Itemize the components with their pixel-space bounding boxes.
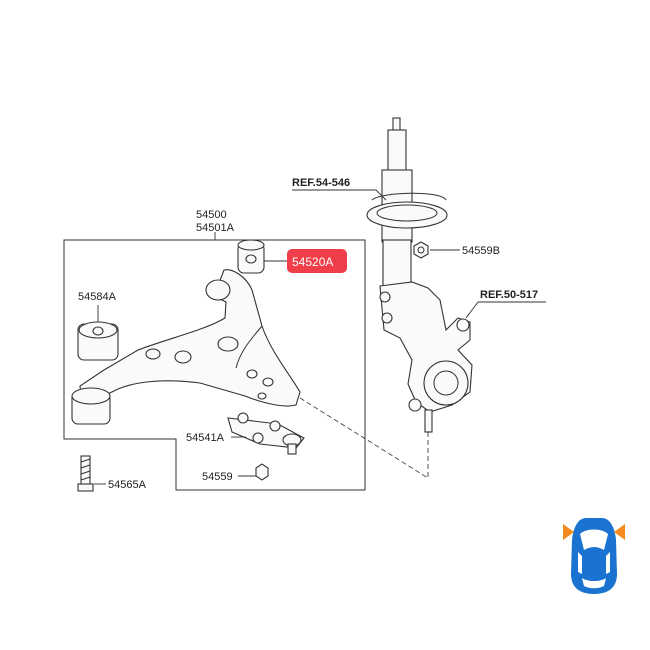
label-ref-54-546[interactable]: REF.54-546 xyxy=(292,177,350,189)
front-bushing xyxy=(237,239,265,274)
label-54559[interactable]: 54559 xyxy=(202,471,233,483)
ball-joint xyxy=(227,412,305,455)
rear-bushing xyxy=(71,321,119,425)
label-assembly-54500[interactable]: 54500 xyxy=(196,209,227,221)
left-arrow-icon xyxy=(563,524,574,540)
right-arrow-icon xyxy=(614,524,625,540)
label-54565A[interactable]: 54565A xyxy=(108,479,147,491)
lower-control-arm xyxy=(79,269,301,407)
label-assembly-54501A[interactable]: 54501A xyxy=(196,222,235,234)
steering-knuckle xyxy=(379,281,473,433)
car-top-view-icon xyxy=(571,518,617,594)
label-ref-50-517[interactable]: REF.50-517 xyxy=(480,289,538,301)
lower-nut xyxy=(255,463,269,481)
leader-ref-50-517-b xyxy=(465,301,479,319)
label-54541A[interactable]: 54541A xyxy=(186,432,225,444)
highlight-badge[interactable] xyxy=(287,249,347,273)
label-54520A[interactable]: 54520A xyxy=(292,255,333,269)
assembly-bracket-frame xyxy=(63,239,366,491)
upper-nut xyxy=(413,241,429,259)
label-54584A[interactable]: 54584A xyxy=(78,291,117,303)
strut-assembly xyxy=(366,117,448,287)
leader-ref-54-546-b xyxy=(375,189,387,201)
dashed-ref-line xyxy=(299,397,429,479)
bolt xyxy=(77,455,94,492)
label-54559B[interactable]: 54559B xyxy=(462,245,500,257)
